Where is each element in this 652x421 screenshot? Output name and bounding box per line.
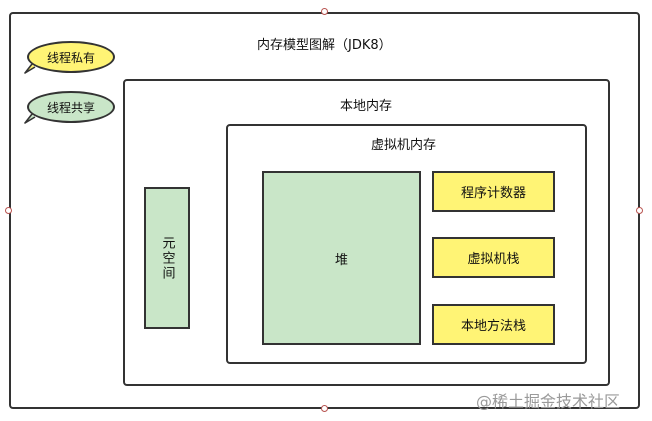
watermark: @稀土掘金技术社区	[476, 392, 621, 411]
heap-label: 堆	[334, 252, 348, 268]
bubble-tail-private	[24, 64, 36, 74]
resize-handle-bottom[interactable]	[321, 405, 328, 412]
outer-title: 内存模型图解（JDK8）	[257, 38, 392, 53]
bubble-tail-shared	[24, 114, 36, 124]
resize-handle-right[interactable]	[636, 207, 643, 214]
legend-shared-label: 线程共享	[46, 100, 95, 115]
heap-box: 堆	[262, 171, 421, 345]
metaspace-label: 元空间	[159, 235, 175, 281]
resize-handle-left[interactable]	[5, 207, 12, 214]
legend-shared-bubble: 线程共享	[27, 91, 115, 123]
program-counter-label: 程序计数器	[460, 186, 526, 201]
jvm-memory-title: 虚拟机内存	[371, 138, 437, 153]
native-method-stack-box: 本地方法栈	[432, 304, 555, 345]
legend-private-bubble: 线程私有	[27, 41, 115, 73]
legend-private-label: 线程私有	[46, 50, 95, 65]
resize-handle-top[interactable]	[321, 8, 328, 15]
program-counter-box: 程序计数器	[432, 171, 555, 212]
vm-stack-box: 虚拟机栈	[432, 237, 555, 278]
native-memory-title: 本地内存	[340, 99, 393, 114]
native-method-stack-label: 本地方法栈	[460, 319, 526, 334]
vm-stack-label: 虚拟机栈	[467, 252, 520, 267]
metaspace-box: 元空间	[144, 187, 190, 329]
